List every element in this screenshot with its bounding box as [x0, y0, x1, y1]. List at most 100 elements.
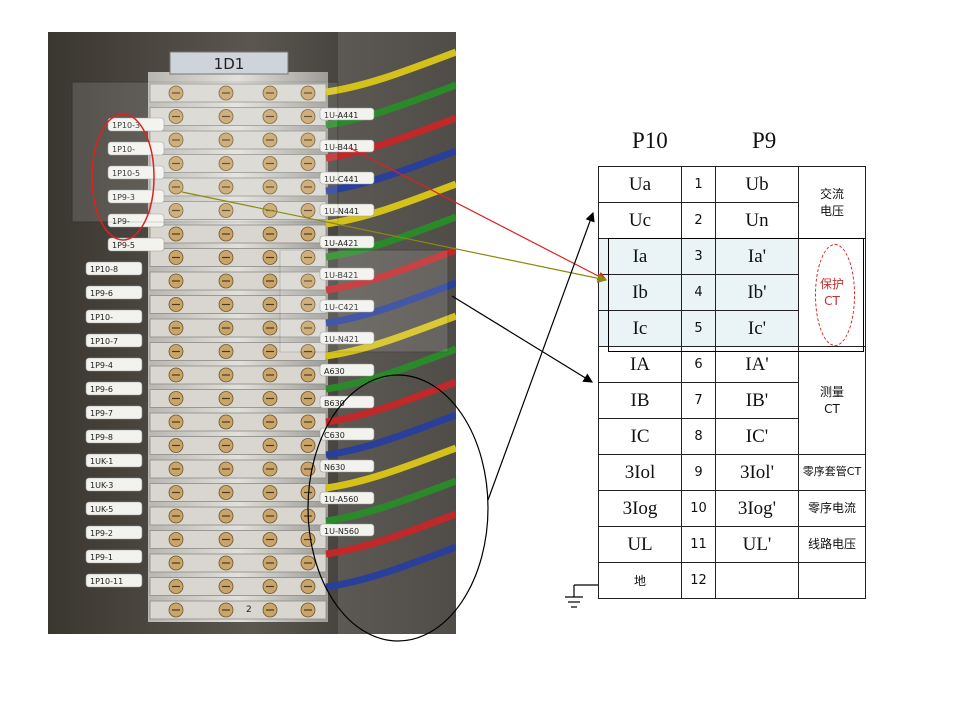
- table-row: IB 7 IB': [598, 382, 866, 419]
- wire-tag: 1P10-8: [85, 261, 143, 276]
- terminal-row: [149, 530, 327, 549]
- black-arrow-voltage: [487, 211, 595, 501]
- terminal-wiring-table: Ua 1 Ub 交流 电压 Uc 2 Un Ia 3 Ia' 保护 CT Ib …: [598, 166, 866, 599]
- table-row: 3Iog 10 3Iog' 零序电流: [598, 490, 866, 527]
- svg-text:1U-C421: 1U-C421: [324, 303, 359, 312]
- terminal-row: [149, 224, 327, 244]
- wire-tag: 1P10-7: [85, 333, 143, 348]
- wire: [325, 114, 456, 162]
- svg-text:1P9-6: 1P9-6: [90, 289, 113, 298]
- terminal-row: [149, 154, 327, 173]
- wire-tag: C630: [319, 427, 375, 441]
- wire-tag: 1P9-7: [85, 405, 143, 420]
- block-label-plate: [169, 51, 289, 75]
- p10-cell: IC: [598, 418, 682, 455]
- svg-text:1P10-11: 1P10-11: [90, 577, 123, 586]
- wire-tag: A630: [319, 363, 375, 377]
- table-row: IA 6 IA' 测量 CT: [598, 346, 866, 455]
- p10-cell: Ia: [598, 238, 682, 275]
- terminal-row: [149, 389, 327, 408]
- p10-cell: Ib: [598, 274, 682, 311]
- svg-text:N630: N630: [324, 463, 345, 472]
- terminal-row: [149, 600, 327, 620]
- table-row: Uc 2 Un: [598, 202, 866, 239]
- terminal-row: [149, 412, 327, 432]
- wire-tag: 1UK-1: [85, 453, 143, 468]
- p9-cell: Ub: [715, 166, 799, 203]
- svg-text:1U-A441: 1U-A441: [324, 111, 358, 120]
- wire-tag: 1P9-1: [85, 549, 143, 564]
- svg-text:1U-A560: 1U-A560: [324, 495, 358, 504]
- wire-tag: 1P9-2: [85, 525, 143, 540]
- table-row: UL 11 UL' 线路电压: [598, 526, 866, 563]
- p10-cell: Ic: [598, 310, 682, 347]
- wire-tag: 1UK-5: [85, 501, 143, 516]
- svg-text:1P9-7: 1P9-7: [90, 409, 113, 418]
- p9-cell: Ib': [715, 274, 799, 311]
- wire-tag: 1U-A421: [319, 235, 375, 249]
- header-p10: P10: [632, 128, 668, 153]
- group-zero-seq-bushing-ct: 零序套管CT: [798, 454, 866, 491]
- group-protection-ct: 保护 CT: [798, 238, 866, 347]
- wire-tag: 1U-N421: [319, 331, 375, 345]
- header-p9: P9: [752, 128, 777, 153]
- wire: [325, 279, 456, 327]
- terminal-number: 12: [681, 562, 716, 599]
- terminal-number: 10: [681, 490, 716, 527]
- svg-text:1U-A421: 1U-A421: [324, 239, 358, 248]
- p10-cell: 3Iol: [598, 454, 682, 491]
- table-row: 3Iol 9 3Iol' 零序套管CT: [598, 454, 866, 491]
- p9-cell: 3Iol': [715, 454, 799, 491]
- svg-text:1P9-2: 1P9-2: [90, 529, 113, 538]
- ground-cell: 地: [598, 562, 682, 599]
- terminal-row: [149, 365, 327, 385]
- table-row: Ic 5 Ic': [598, 310, 866, 347]
- svg-text:1U-N560: 1U-N560: [324, 527, 359, 536]
- wire-tag: 1U-C421: [319, 299, 375, 313]
- p9-cell: IB': [715, 382, 799, 419]
- wire: [325, 48, 456, 96]
- wire-tag: 1P10-11: [85, 573, 143, 588]
- empty-cell: [798, 562, 866, 599]
- table-row: Ia 3 Ia' 保护 CT: [598, 238, 866, 347]
- terminal-row: [149, 318, 327, 338]
- table-row: Ua 1 Ub 交流 电压: [598, 166, 866, 239]
- terminal-row: [149, 553, 327, 573]
- terminal-row: [149, 342, 327, 361]
- p9-cell: [715, 562, 799, 599]
- wire-tag: B630: [319, 395, 375, 409]
- svg-text:1U-N421: 1U-N421: [324, 335, 359, 344]
- wire-tag: 1U-N560: [319, 523, 375, 537]
- p10-cell: UL: [598, 526, 682, 563]
- terminal-number: 4: [681, 274, 716, 311]
- black-arrow-measurement: [451, 295, 594, 383]
- svg-text:1UK-3: 1UK-3: [90, 481, 113, 490]
- wire-tag: N630: [319, 459, 375, 473]
- p10-cell: IA: [598, 346, 682, 383]
- svg-text:1P9-5: 1P9-5: [112, 241, 135, 250]
- svg-text:1P10-8: 1P10-8: [90, 265, 118, 274]
- terminal-row: [149, 483, 327, 502]
- p9-cell: IA': [715, 346, 799, 383]
- svg-text:C630: C630: [324, 431, 345, 440]
- wire-tag: 1P9-5: [107, 237, 165, 252]
- ground-icon: [565, 584, 598, 608]
- terminal-row: [149, 83, 327, 103]
- wire-tag: 1UK-3: [85, 477, 143, 492]
- p9-cell: IC': [715, 418, 799, 455]
- svg-text:1P10-7: 1P10-7: [90, 337, 118, 346]
- svg-text:1UK-1: 1UK-1: [90, 457, 113, 466]
- wire-tag: 1P9-6: [85, 285, 143, 300]
- terminal-row: [149, 506, 327, 526]
- terminal-row: [149, 459, 327, 479]
- table-row: IC 8 IC': [598, 418, 866, 455]
- terminal-number: 3: [681, 238, 716, 275]
- wire-tag: 1U-A441: [319, 107, 375, 121]
- terminal-number: 8: [681, 418, 716, 455]
- group-measurement-ct: 测量 CT: [798, 346, 866, 455]
- block-label: 1D1: [214, 55, 245, 73]
- terminal-row: [149, 436, 327, 455]
- table-row: 地 12: [598, 562, 866, 599]
- svg-text:1UK-5: 1UK-5: [90, 505, 113, 514]
- wire-tag: 1P9-8: [85, 429, 143, 444]
